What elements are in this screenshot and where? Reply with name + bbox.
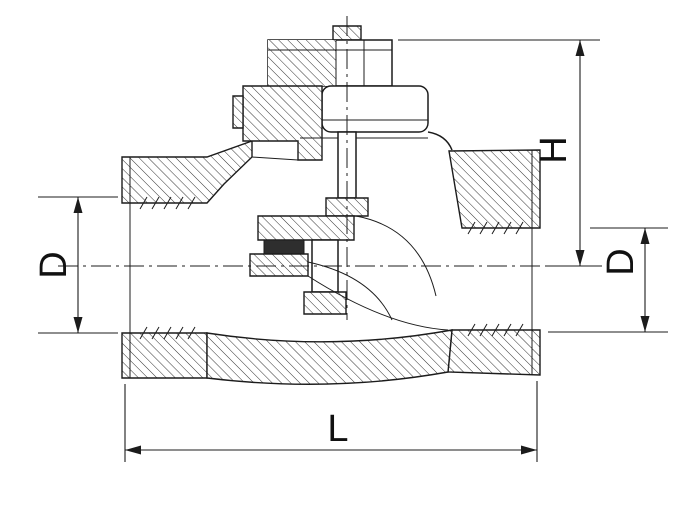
swing-arc-inner xyxy=(307,261,393,321)
dim-label-left-D: D xyxy=(33,251,75,278)
bonnet-left-block xyxy=(242,85,323,161)
passage-curve xyxy=(307,275,449,331)
arrow-right-icon xyxy=(521,445,537,455)
disc-seal xyxy=(263,239,305,255)
dim-label-L: L xyxy=(327,408,348,450)
right-port-bottom-wall xyxy=(447,329,541,376)
left-port xyxy=(121,140,253,379)
bonnet-left-slope-line xyxy=(251,156,299,161)
dimension-right-D: D xyxy=(548,227,668,333)
arrow-down-icon xyxy=(640,316,650,332)
bonnet-right-shoulder xyxy=(427,131,453,151)
stem-nut xyxy=(303,291,347,315)
right-port-threads xyxy=(467,221,524,337)
arrow-left-icon xyxy=(125,445,141,455)
disc-plate xyxy=(257,215,355,241)
valve-body xyxy=(121,25,541,385)
right-port xyxy=(447,149,541,376)
left-port-bottom-wall xyxy=(121,332,208,379)
dim-label-right-D: D xyxy=(600,248,642,275)
dimension-L: L xyxy=(124,381,538,462)
arrow-down-icon xyxy=(73,317,83,333)
arrow-up-icon xyxy=(73,197,83,213)
centerlines xyxy=(58,16,566,320)
bonnet-assembly xyxy=(232,25,453,161)
disc-assembly xyxy=(249,131,449,331)
dimension-left-D: D xyxy=(33,196,118,334)
arrow-down-icon xyxy=(575,250,585,266)
bonnet-left-step xyxy=(232,95,244,129)
right-port-top-wall xyxy=(448,149,541,229)
hex-cap-section-hatch xyxy=(268,40,336,86)
body-bottom-wall xyxy=(206,329,453,385)
dimension-H: H xyxy=(398,39,602,267)
dim-label-H: H xyxy=(533,136,575,163)
swing-arc-outer xyxy=(355,215,437,297)
left-port-threads xyxy=(139,196,196,340)
seat-ring xyxy=(249,253,309,277)
arrow-up-icon xyxy=(640,228,650,244)
left-port-top-wall xyxy=(121,140,253,204)
bonnet-flange xyxy=(321,85,429,133)
arrow-up-icon xyxy=(575,40,585,56)
